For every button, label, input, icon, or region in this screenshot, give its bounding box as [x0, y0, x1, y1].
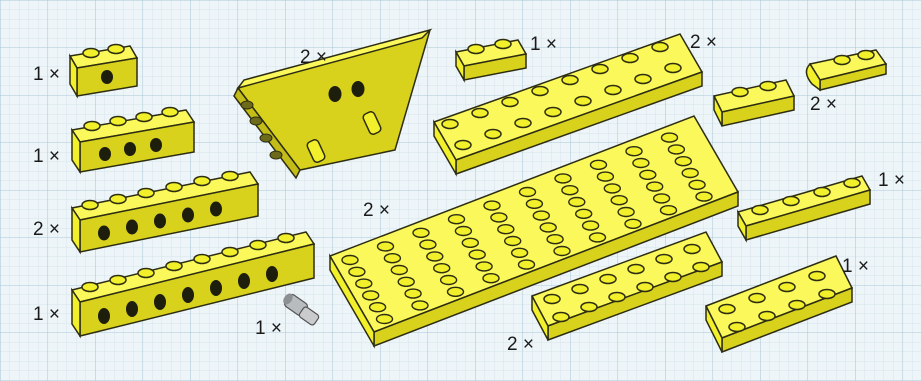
stud [349, 267, 365, 276]
stud [405, 289, 421, 298]
stud [526, 199, 542, 208]
stud [469, 250, 485, 259]
stud [448, 287, 464, 296]
stud [533, 211, 549, 220]
stud [449, 215, 465, 224]
qty-technic-brick-1x2: 1 × [33, 64, 60, 85]
stud [591, 160, 607, 169]
stud [647, 182, 663, 191]
stud [377, 315, 393, 324]
stud [520, 188, 536, 197]
stud [569, 198, 585, 207]
stud [590, 233, 606, 242]
qty-axle-pin: 1 × [255, 318, 282, 339]
stud [662, 133, 678, 142]
stud [597, 172, 613, 181]
stud [462, 238, 478, 247]
stud [555, 174, 571, 183]
stud [696, 192, 712, 201]
stud [413, 228, 429, 237]
stud [356, 279, 372, 288]
qty-hinge-plate: 2 × [810, 94, 837, 115]
stud [654, 194, 670, 203]
qty-plate-2x8: 2 × [690, 32, 717, 53]
stud [625, 219, 641, 228]
stud [342, 256, 358, 265]
qty-technic-brick-1x8: 1 × [33, 304, 60, 325]
stud [483, 274, 499, 283]
stud [484, 201, 500, 210]
stud [420, 240, 436, 249]
stud [427, 252, 443, 261]
stud [640, 170, 656, 179]
stud [682, 169, 698, 178]
stud [378, 242, 394, 251]
stud [434, 264, 450, 273]
qty-wing-wedge: 2 × [300, 47, 327, 68]
stud [583, 221, 599, 230]
stud [398, 277, 414, 286]
stud [391, 266, 407, 275]
stud [384, 254, 400, 263]
stud [519, 260, 535, 269]
qty-plate-6x10: 2 × [363, 200, 390, 221]
stud [498, 225, 514, 234]
qty-plate-1x4: 1 × [878, 170, 905, 191]
stud [547, 235, 563, 244]
stud [554, 247, 570, 256]
qty-plate-2x4: 1 × [842, 256, 869, 277]
stud [505, 237, 521, 246]
qty-plate-2x6: 2 × [507, 334, 534, 355]
stud [441, 276, 457, 285]
stud [633, 159, 649, 168]
qty-technic-brick-1x4: 1 × [33, 146, 60, 167]
stud [562, 186, 578, 195]
stud [611, 196, 627, 205]
stud [363, 291, 379, 300]
stud [668, 145, 684, 154]
stud [618, 208, 634, 217]
stud [476, 262, 492, 271]
stud [491, 213, 507, 222]
stud [455, 227, 471, 236]
stud [689, 180, 705, 189]
stud [370, 303, 386, 312]
stud [604, 184, 620, 193]
stud [540, 223, 556, 232]
stud [512, 248, 528, 257]
qty-technic-brick-1x6: 2 × [33, 219, 60, 240]
stud [412, 301, 428, 310]
stud [626, 147, 642, 156]
stud [661, 206, 677, 215]
qty-plate-1x2: 1 × [530, 34, 557, 55]
stud [675, 157, 691, 166]
stud [576, 209, 592, 218]
